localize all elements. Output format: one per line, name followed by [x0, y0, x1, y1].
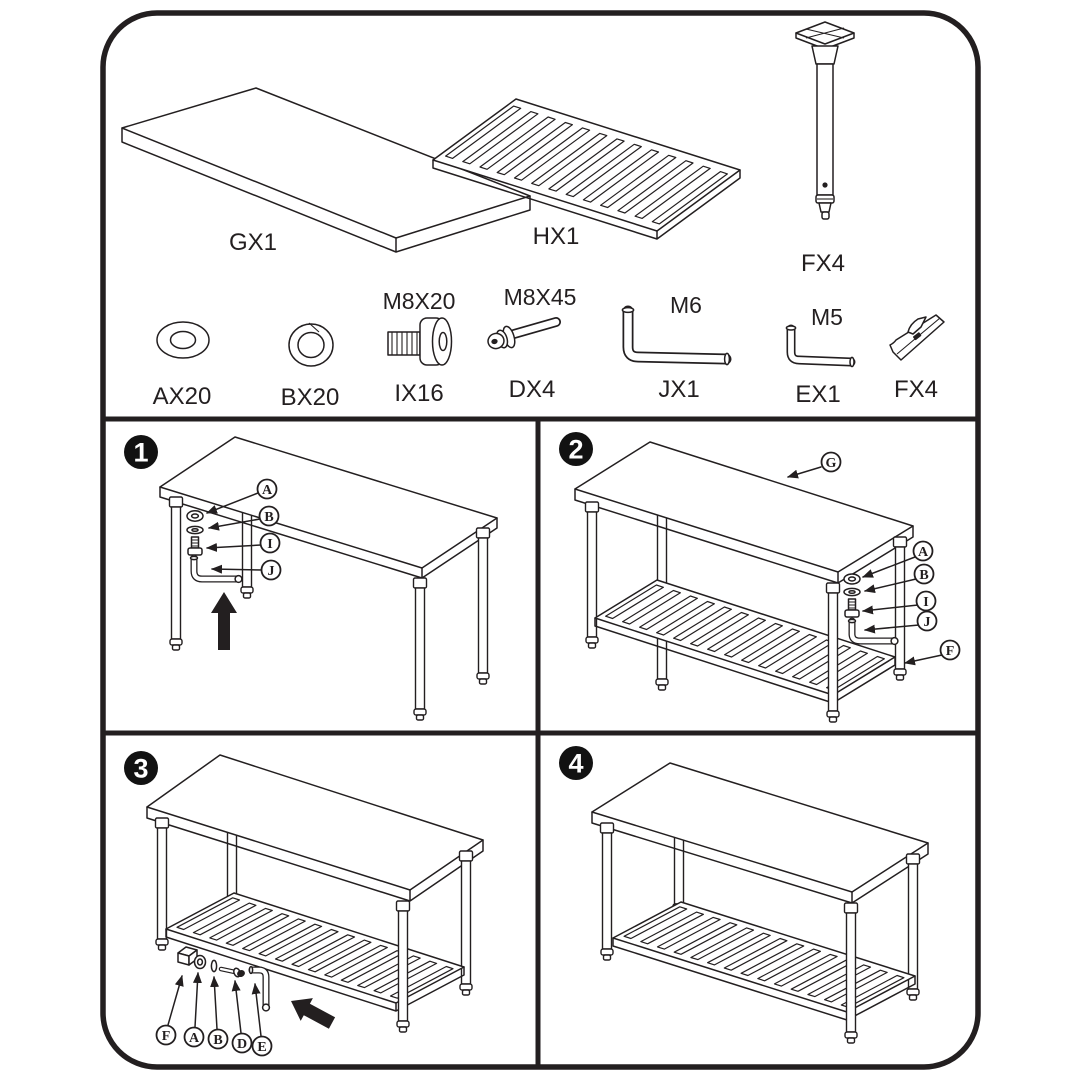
bolt-m8x45-label: DX4: [509, 376, 556, 403]
sheet-frame: [100, 10, 981, 1070]
step-1-badge: 1: [124, 435, 158, 469]
allen-key-m6-label: JX1: [658, 376, 699, 403]
allen-key-m6-spec: M6: [670, 292, 702, 318]
step-3-badge: 3: [124, 751, 158, 785]
callout-I: I: [915, 590, 937, 612]
callout-F: F: [155, 1024, 177, 1046]
step-2-shelf: [594, 579, 896, 704]
step-3-panel: 3: [124, 751, 484, 1057]
bracket-label: FX4: [894, 376, 938, 403]
step-4-table-drawing: [591, 762, 929, 1044]
svg-text:F: F: [946, 644, 955, 659]
step-2-callouts: G A B I J F: [787, 451, 961, 666]
callout-J: J: [260, 559, 282, 581]
callout-A: A: [912, 540, 934, 562]
shelf-part-drawing: [432, 98, 741, 240]
callout-G: G: [820, 451, 842, 473]
svg-text:B: B: [264, 510, 273, 525]
callout-B: B: [913, 563, 935, 585]
step-3-shelf: [165, 892, 465, 1012]
step-1-panel: 1 A: [124, 435, 498, 721]
tabletop-part-label: GX1: [229, 229, 277, 256]
step-1-callouts: A B I J: [206, 478, 282, 581]
svg-text:D: D: [237, 1037, 247, 1052]
bolt-m8x45-spec: M8X45: [504, 284, 577, 310]
callout-A: A: [256, 478, 278, 500]
parts-section: GX1 HX1 FX4 AX20: [121, 21, 945, 411]
bolt-m8x20-icon: [387, 317, 453, 366]
allen-key-m5-icon: [785, 324, 856, 368]
step-1-table-drawing: [159, 436, 498, 721]
step-2-hardware: [843, 573, 899, 646]
step-1-hardware: [186, 510, 243, 584]
svg-text:2: 2: [568, 435, 583, 465]
allen-key-m5-spec: M5: [811, 304, 843, 330]
svg-text:A: A: [262, 483, 273, 498]
svg-text:B: B: [213, 1033, 222, 1048]
step-4-panel: 4: [559, 746, 929, 1044]
leg-part-drawing: [795, 21, 855, 220]
callout-B: B: [207, 1028, 229, 1050]
step-2-panel: 2: [559, 432, 961, 723]
bolt-m8x20-spec: M8X20: [383, 288, 456, 314]
tabletop-part-drawing: [121, 87, 531, 253]
svg-text:4: 4: [568, 749, 583, 779]
leg-part-label: FX4: [801, 250, 845, 277]
step-3-table-drawing: [146, 754, 484, 1033]
svg-text:A: A: [189, 1031, 200, 1046]
step-3-callouts: F A B D E: [155, 972, 273, 1057]
allen-key-m5-label: EX1: [795, 381, 840, 408]
lock-washer-label: BX20: [281, 384, 340, 411]
step-4-badge: 4: [559, 746, 593, 780]
allen-key-m6-icon: [621, 305, 732, 366]
callout-J: J: [916, 610, 938, 632]
step-2-badge: 2: [559, 432, 593, 466]
svg-text:1: 1: [133, 438, 148, 468]
callout-D: D: [231, 1032, 253, 1054]
svg-text:3: 3: [133, 754, 148, 784]
svg-text:B: B: [919, 568, 928, 583]
svg-text:J: J: [924, 615, 931, 630]
step-3-direction-arrow: [291, 998, 336, 1029]
svg-text:F: F: [162, 1029, 171, 1044]
svg-text:E: E: [257, 1040, 266, 1055]
bolt-m8x45-icon: [487, 317, 561, 350]
washer-label: AX20: [153, 383, 212, 410]
callout-A: A: [183, 1026, 205, 1048]
step-1-direction-arrow: [211, 592, 237, 650]
step-2-table-drawing: [574, 441, 914, 723]
callout-F: F: [939, 639, 961, 661]
svg-text:J: J: [268, 564, 275, 579]
bracket-icon: [889, 314, 945, 361]
callout-I: I: [259, 532, 281, 554]
step-3-hardware: [177, 946, 271, 1012]
washer-icon: [156, 321, 210, 359]
callout-E: E: [251, 1035, 273, 1057]
shelf-part-label: HX1: [533, 223, 580, 250]
svg-text:I: I: [267, 537, 272, 552]
bolt-m8x20-label: IX16: [394, 380, 443, 407]
lock-washer-icon: [288, 322, 334, 367]
svg-text:G: G: [826, 456, 837, 471]
svg-text:A: A: [918, 545, 929, 560]
callout-B: B: [258, 505, 280, 527]
svg-text:I: I: [923, 595, 928, 610]
step-4-shelf: [612, 901, 916, 1021]
